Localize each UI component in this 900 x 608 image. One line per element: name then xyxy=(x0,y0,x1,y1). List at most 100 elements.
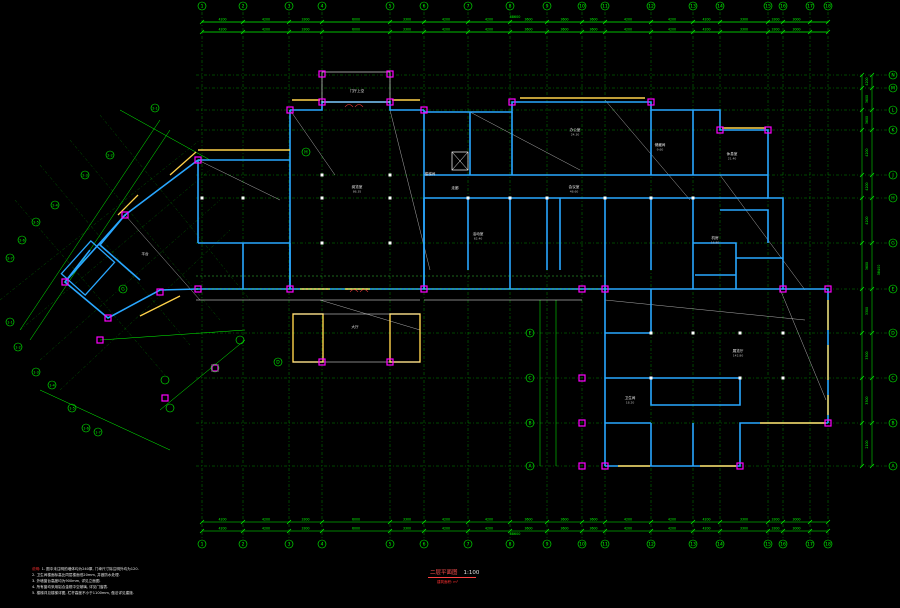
dimension-tick xyxy=(199,519,205,525)
dimension-tick xyxy=(825,528,831,534)
dimension-label: 4200 xyxy=(485,18,493,22)
axis-bubble-label: 18 xyxy=(825,542,831,548)
dimension-tick xyxy=(579,519,585,525)
room-label: 卫生间 xyxy=(625,395,636,400)
axis-bubble xyxy=(210,363,220,373)
axis-bubble-label: 5 xyxy=(389,542,392,548)
axis-bubble-label: 2-4 xyxy=(52,204,58,208)
door-swing xyxy=(344,104,354,108)
column xyxy=(508,98,516,106)
axis-bubble-label: 4 xyxy=(321,4,324,10)
axis-bubble-label: H xyxy=(304,150,307,156)
axis-bubbles: 1122334455667788991010111112121313141415… xyxy=(5,1,898,549)
dimension-tick xyxy=(648,519,654,525)
leader-line xyxy=(197,159,281,201)
axis-bubble-label: M xyxy=(891,86,895,92)
column-dot xyxy=(738,376,742,380)
column xyxy=(194,285,202,293)
axis-bubble xyxy=(525,418,535,428)
windows xyxy=(117,97,829,467)
column-dot xyxy=(738,331,742,335)
dimension-tick xyxy=(421,528,427,534)
dimension-line xyxy=(99,329,246,341)
axis-bubble-label: J xyxy=(891,173,893,179)
canopy-pier xyxy=(389,313,421,363)
dimension-label: 6000 xyxy=(352,28,360,32)
dimension-tick xyxy=(807,519,813,525)
dimension-tick xyxy=(465,519,471,525)
axis-bubble-label: 1-6 xyxy=(83,427,89,431)
column-dot xyxy=(466,196,470,200)
axis-bubble xyxy=(5,317,15,327)
dimension-tick xyxy=(780,519,786,525)
dimension-label: 4200 xyxy=(668,527,676,531)
column-dot xyxy=(545,196,549,200)
dimension-tick xyxy=(869,286,875,292)
room-label: 休息室 xyxy=(727,151,738,156)
dimension-tick xyxy=(648,528,654,534)
column-dot xyxy=(691,196,695,200)
axis-bubble xyxy=(688,1,698,11)
dimension-tick xyxy=(859,127,865,133)
dimension-tick xyxy=(286,519,292,525)
axis-bubble xyxy=(31,367,41,377)
dimension-label: 4200 xyxy=(624,28,632,32)
door-swing xyxy=(349,289,359,293)
room-area: 16.80 xyxy=(711,241,720,245)
dimension-label: 3600 xyxy=(589,518,597,522)
dimension-label: 4200 xyxy=(442,518,450,522)
dimension-tick xyxy=(869,72,875,78)
stair-wing xyxy=(60,240,116,296)
dimension-tick xyxy=(465,528,471,534)
dimension-label: 3300 xyxy=(771,527,779,531)
wall xyxy=(64,249,91,283)
dimension-label: 3300 xyxy=(771,18,779,22)
dimension-tick xyxy=(199,528,205,534)
dimension-tick xyxy=(286,528,292,534)
dimension-label: 4200 xyxy=(702,527,710,531)
dimension-line xyxy=(29,129,171,341)
axis-bubble-label: 12 xyxy=(648,542,654,548)
dimension-label: 4200 xyxy=(702,28,710,32)
axis-bubble xyxy=(823,539,833,549)
axis-bubble-label: E xyxy=(892,287,895,293)
column xyxy=(211,364,219,372)
axis-bubble-label: 6 xyxy=(423,4,426,10)
dimension-label: 3600 xyxy=(865,262,869,270)
leader-lines xyxy=(124,99,827,401)
column xyxy=(420,106,428,114)
dimension-label: 4200 xyxy=(262,518,270,522)
overall-depth-label: 38400 xyxy=(877,265,881,276)
axis-bubble-label: 2-1 xyxy=(152,107,158,111)
wall xyxy=(605,289,652,334)
column xyxy=(386,98,394,106)
column xyxy=(286,106,294,114)
column xyxy=(104,314,112,322)
wall xyxy=(98,214,141,281)
dimension-tick xyxy=(859,72,865,78)
column xyxy=(386,70,394,78)
axis-bubble-label: 15 xyxy=(765,4,771,10)
axis-bubble xyxy=(31,217,41,227)
axis-bubble xyxy=(763,539,773,549)
axis-bubble xyxy=(525,328,535,338)
room-label: 活动室 xyxy=(473,231,484,236)
axis-bubble-label: A xyxy=(891,464,895,470)
axis-bubble xyxy=(888,238,898,248)
dimension-label: 3600 xyxy=(524,18,532,22)
column-dot xyxy=(200,196,204,200)
column xyxy=(386,358,394,366)
grid-line-diagonal xyxy=(69,139,221,321)
column xyxy=(61,278,69,286)
axis-bubble xyxy=(67,403,77,413)
column-dot xyxy=(691,331,695,335)
column xyxy=(578,419,586,427)
room-area: 24.30 xyxy=(571,133,580,137)
wall xyxy=(605,288,829,423)
column xyxy=(601,462,609,470)
dimension-tick xyxy=(507,519,513,525)
axis-bubble xyxy=(105,150,115,160)
dimension-tick xyxy=(869,420,875,426)
dimension-tick xyxy=(869,330,875,336)
